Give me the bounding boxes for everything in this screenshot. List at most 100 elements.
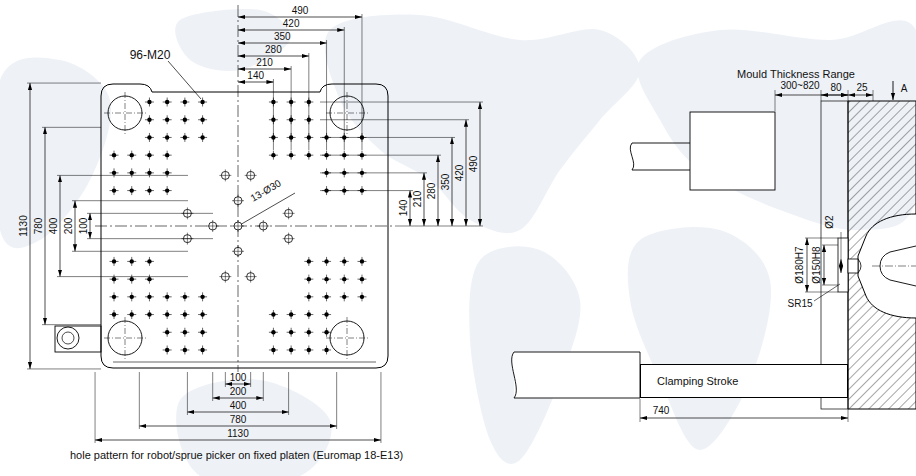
dimension-label: 140	[247, 71, 264, 81]
hole-cross	[273, 151, 274, 160]
dimension-label: 140	[399, 200, 409, 217]
dimension-label: 210	[413, 191, 423, 208]
hole-cross	[326, 328, 327, 337]
dimension-label: 210	[256, 58, 273, 68]
hole-cross	[263, 220, 264, 232]
dimension-line	[75, 201, 76, 252]
ejector-bracket	[55, 326, 101, 352]
threaded-hole	[163, 345, 172, 354]
through-hole	[283, 207, 295, 219]
extension-line	[848, 409, 849, 422]
hole-cross	[167, 98, 168, 107]
hole-cross	[114, 257, 115, 266]
hole-cross	[202, 345, 203, 354]
extension-line	[805, 238, 838, 239]
dimension-line	[238, 56, 309, 57]
hole-cross	[149, 310, 150, 319]
hole-cross	[250, 169, 251, 181]
dimension-line	[438, 155, 439, 226]
hole-cross	[184, 310, 185, 319]
sprue-bushing	[848, 259, 858, 273]
hole-cross	[273, 328, 274, 337]
center-mark	[326, 338, 368, 339]
extension-line	[873, 90, 874, 101]
hole-cross	[273, 310, 274, 319]
threaded-hole	[127, 275, 136, 284]
hole-cross	[212, 220, 213, 232]
dimension-line	[640, 418, 848, 419]
extension-line	[640, 399, 641, 422]
mould-half	[821, 101, 848, 409]
map-shape	[628, 227, 771, 450]
tie-bar-hole	[330, 321, 364, 355]
threaded-hole	[357, 257, 366, 266]
extension-line	[139, 372, 140, 429]
dimension-label: 100	[79, 218, 89, 235]
threaded-hole	[145, 257, 154, 266]
map-shape	[0, 57, 111, 248]
dimension-line	[238, 17, 362, 18]
threaded-hole	[322, 310, 331, 319]
extension-line	[822, 245, 838, 246]
hole-cross	[184, 345, 185, 354]
extension-line	[320, 155, 441, 156]
platen-edge	[113, 362, 376, 363]
extension-line	[848, 90, 849, 101]
extension-line	[87, 213, 213, 214]
hole-cross	[288, 233, 289, 245]
hole-cross	[131, 292, 132, 301]
view-arrow	[893, 81, 894, 100]
hole-cross	[167, 328, 168, 337]
threaded-hole	[322, 257, 331, 266]
stroke-box: Clamping Stroke	[640, 364, 848, 398]
dimension-label: Ø180H7	[795, 246, 805, 283]
hole-cross	[114, 186, 115, 195]
hole-cross	[238, 195, 239, 207]
dimension-label: Mould Thickness Range	[737, 69, 855, 80]
hole-cross	[238, 220, 239, 232]
hole-cross	[308, 275, 309, 284]
extension-line	[361, 14, 362, 150]
platen-view	[27, 5, 483, 443]
dimension-line	[60, 175, 61, 276]
fixed-platen-section	[848, 101, 916, 409]
hole-cross	[167, 310, 168, 319]
center-mark	[326, 113, 368, 114]
threaded-hole	[357, 292, 366, 301]
hole-cross	[291, 328, 292, 337]
ejector-boss	[62, 332, 74, 344]
dimension-label: 1130	[19, 215, 29, 237]
threaded-hole	[357, 275, 366, 284]
hole-cross	[308, 151, 309, 160]
threaded-hole	[163, 292, 172, 301]
hole-cross	[291, 310, 292, 319]
hole-cross	[361, 292, 362, 301]
hole-cross	[250, 271, 251, 283]
hole-cross	[308, 328, 309, 337]
extension-line	[288, 372, 289, 415]
threaded-hole	[145, 186, 154, 195]
threaded-hole	[127, 292, 136, 301]
hole-cross	[149, 151, 150, 160]
dimension-line	[139, 426, 336, 427]
dimension-label: A	[901, 84, 908, 94]
threaded-hole	[198, 345, 207, 354]
dimension-label: 740	[653, 406, 670, 416]
dimension-label: 420	[455, 165, 465, 182]
threaded-hole	[198, 115, 207, 124]
hole-cross	[114, 168, 115, 177]
ejector-boss	[57, 327, 79, 349]
tie-bar-hole	[330, 96, 364, 130]
hole-cross	[131, 257, 132, 266]
hole-cross	[114, 275, 115, 284]
threaded-hole	[180, 310, 189, 319]
extension-line	[263, 372, 264, 401]
extension-line	[326, 40, 327, 150]
hole-cross	[361, 257, 362, 266]
threaded-hole	[145, 292, 154, 301]
dimension-line	[187, 412, 288, 413]
center-mark	[125, 92, 126, 134]
hole-cross	[131, 310, 132, 319]
extension-line	[821, 90, 822, 101]
threaded-hole	[127, 186, 136, 195]
